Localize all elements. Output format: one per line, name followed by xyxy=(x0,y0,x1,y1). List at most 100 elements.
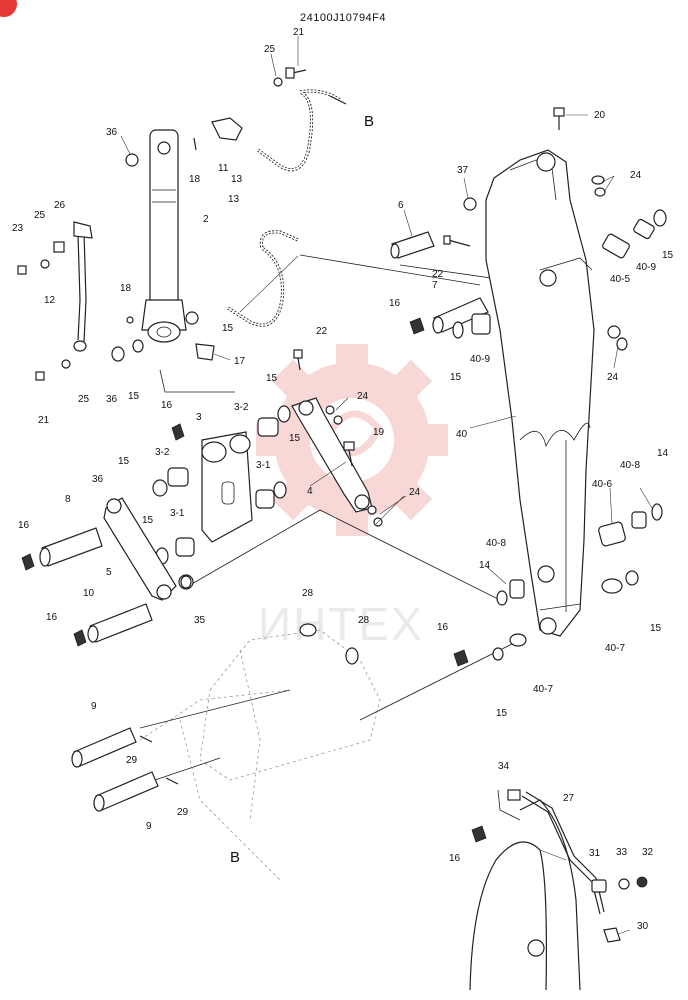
callout-7: 7 xyxy=(432,280,438,291)
callout-3-2: 3-2 xyxy=(234,402,249,413)
callout-30: 30 xyxy=(637,921,649,932)
callout-2: 2 xyxy=(203,214,209,225)
callout-18: 18 xyxy=(189,174,201,185)
pin-10 xyxy=(87,603,153,643)
callout-36: 36 xyxy=(92,474,104,485)
callout-40-7: 40-7 xyxy=(605,643,625,654)
callout-40: 40 xyxy=(456,429,468,440)
callout-29: 29 xyxy=(126,755,138,766)
callout-15: 15 xyxy=(662,250,674,261)
callout-3: 3 xyxy=(196,412,202,423)
callout-24: 24 xyxy=(607,372,619,383)
callout-40-8: 40-8 xyxy=(486,538,506,549)
callout-40-5: 40-5 xyxy=(610,274,630,285)
callout-4: 4 xyxy=(307,486,313,497)
pin-7 xyxy=(432,297,489,334)
lock-pins-29 xyxy=(139,735,179,785)
hose-13-lower xyxy=(227,230,299,327)
callout-15: 15 xyxy=(118,456,130,467)
callout-22: 22 xyxy=(432,269,444,280)
callout-23: 23 xyxy=(12,223,24,234)
drawing-code: 24100J10794F4 xyxy=(300,12,386,24)
callout-33: 33 xyxy=(616,847,628,858)
callout-24: 24 xyxy=(409,487,421,498)
callout-3-2: 3-2 xyxy=(155,447,170,458)
callout-15: 15 xyxy=(496,708,508,719)
callout-24: 24 xyxy=(630,170,642,181)
pin-9-upper xyxy=(71,727,137,768)
callout-26: 26 xyxy=(54,200,66,211)
boom-cylinder-2 xyxy=(141,129,187,343)
arm-40 xyxy=(485,149,595,637)
callout-40-9: 40-9 xyxy=(470,354,490,365)
pin-8 xyxy=(39,527,103,567)
callout-15: 15 xyxy=(266,373,278,384)
callout-15: 15 xyxy=(222,323,234,334)
pin-6 xyxy=(390,231,435,259)
callout-27: 27 xyxy=(563,793,575,804)
callout-22: 22 xyxy=(316,326,328,337)
callout-40-6: 40-6 xyxy=(592,479,612,490)
callout-15: 15 xyxy=(650,623,662,634)
callout-32: 32 xyxy=(642,847,654,858)
callout-36: 36 xyxy=(106,127,118,138)
bushings-40 xyxy=(452,175,667,661)
callout-21: 21 xyxy=(293,27,305,38)
callout-19: 19 xyxy=(373,427,385,438)
detail-b-inset xyxy=(469,789,648,991)
callout-12: 12 xyxy=(44,295,56,306)
callout-40-7: 40-7 xyxy=(533,684,553,695)
callout-9: 9 xyxy=(146,821,152,832)
callout-40-9: 40-9 xyxy=(636,262,656,273)
callout-9: 9 xyxy=(91,701,97,712)
callout-13: 13 xyxy=(228,194,240,205)
callout-14: 14 xyxy=(657,448,669,459)
frame-outline xyxy=(139,629,381,881)
callout-labels: 25 21 20 36 18 11 13 37 24 23 25 26 2 13… xyxy=(12,27,674,932)
callout-36: 36 xyxy=(106,394,118,405)
callout-16: 16 xyxy=(161,400,173,411)
callout-40-8: 40-8 xyxy=(620,460,640,471)
callout-16: 16 xyxy=(449,853,461,864)
link-3 xyxy=(201,431,253,543)
callout-34: 34 xyxy=(498,761,510,772)
callout-15: 15 xyxy=(142,515,154,526)
callout-37: 37 xyxy=(457,165,469,176)
callout-21: 21 xyxy=(38,415,50,426)
pin-9-lower xyxy=(93,771,159,812)
callout-13: 13 xyxy=(231,174,243,185)
callout-15: 15 xyxy=(128,391,140,402)
callout-5: 5 xyxy=(106,567,112,578)
assembly-lines xyxy=(139,254,541,781)
pipe-12 xyxy=(73,221,93,352)
callout-25: 25 xyxy=(34,210,46,221)
callout-16: 16 xyxy=(46,612,58,623)
callout-11: 11 xyxy=(218,163,229,174)
callout-28: 28 xyxy=(358,615,370,626)
link-5 xyxy=(103,497,177,601)
callout-29: 29 xyxy=(177,807,189,818)
callout-16: 16 xyxy=(389,298,401,309)
callout-20: 20 xyxy=(594,110,606,121)
watermark-text: ИНТЕХ xyxy=(258,598,424,650)
leader-lines xyxy=(120,36,653,935)
corner-badge xyxy=(0,0,17,17)
callout-25: 25 xyxy=(78,394,90,405)
callout-24: 24 xyxy=(357,391,369,402)
callout-14: 14 xyxy=(479,560,491,571)
callout-15: 15 xyxy=(450,372,462,383)
callout-17: 17 xyxy=(234,356,246,367)
callout-10: 10 xyxy=(83,588,95,599)
callout-16: 16 xyxy=(437,622,449,633)
view-marker-b-top: B xyxy=(364,113,374,130)
callout-16: 16 xyxy=(18,520,30,531)
hose-13-upper xyxy=(257,89,347,172)
callout-8: 8 xyxy=(65,494,71,505)
view-marker-b-bottom: B xyxy=(230,849,240,866)
callout-31: 31 xyxy=(589,848,601,859)
callout-3-1: 3-1 xyxy=(170,508,185,519)
callout-28: 28 xyxy=(302,588,314,599)
callout-6: 6 xyxy=(398,200,404,211)
